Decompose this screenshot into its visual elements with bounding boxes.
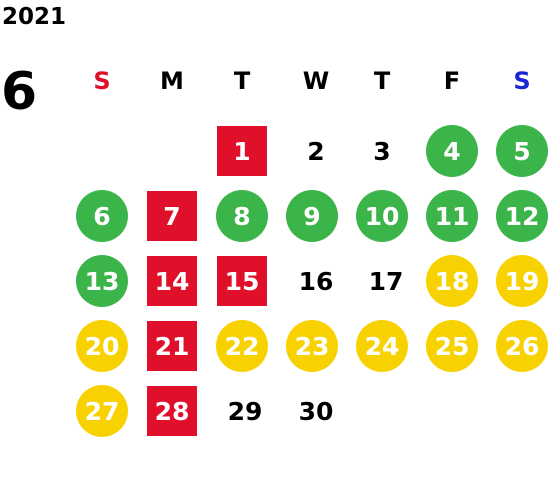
day-cell[interactable]: 16 xyxy=(298,266,334,296)
day-cell[interactable]: 22 xyxy=(216,320,268,372)
weekday-tuesday: T xyxy=(233,67,251,95)
day-cell[interactable]: 20 xyxy=(76,320,128,372)
day-cell[interactable]: 15 xyxy=(217,256,267,306)
day-cell[interactable]: 13 xyxy=(76,255,128,307)
day-cell[interactable]: 18 xyxy=(426,255,478,307)
day-cell[interactable]: 8 xyxy=(216,190,268,242)
day-cell[interactable]: 19 xyxy=(496,255,548,307)
year-label: 2021 xyxy=(2,4,67,30)
day-cell[interactable]: 28 xyxy=(147,386,197,436)
day-cell[interactable]: 4 xyxy=(426,125,478,177)
day-cell[interactable]: 10 xyxy=(356,190,408,242)
day-cell[interactable]: 17 xyxy=(368,266,404,296)
day-cell[interactable]: 24 xyxy=(356,320,408,372)
weekday-thursday: T xyxy=(373,67,391,95)
day-cell[interactable]: 1 xyxy=(217,126,267,176)
weekday-monday: M xyxy=(160,67,184,95)
weekday-sunday: S xyxy=(93,67,111,95)
day-cell[interactable]: 6 xyxy=(76,190,128,242)
weekday-wednesday: W xyxy=(302,67,330,95)
day-cell[interactable]: 7 xyxy=(147,191,197,241)
day-cell[interactable]: 12 xyxy=(496,190,548,242)
day-cell[interactable]: 21 xyxy=(147,321,197,371)
day-cell[interactable]: 11 xyxy=(426,190,478,242)
day-cell[interactable]: 5 xyxy=(496,125,548,177)
weekday-friday: F xyxy=(443,67,461,95)
day-cell[interactable]: 3 xyxy=(373,136,391,166)
day-cell[interactable]: 25 xyxy=(426,320,478,372)
day-cell[interactable]: 26 xyxy=(496,320,548,372)
day-cell[interactable]: 27 xyxy=(76,385,128,437)
day-cell[interactable]: 29 xyxy=(227,396,263,426)
day-cell[interactable]: 9 xyxy=(286,190,338,242)
day-cell[interactable]: 14 xyxy=(147,256,197,306)
month-label: 6 xyxy=(1,62,38,122)
day-cell[interactable]: 2 xyxy=(307,136,325,166)
weekday-saturday: S xyxy=(513,67,531,95)
day-cell[interactable]: 23 xyxy=(286,320,338,372)
day-cell[interactable]: 30 xyxy=(298,396,334,426)
